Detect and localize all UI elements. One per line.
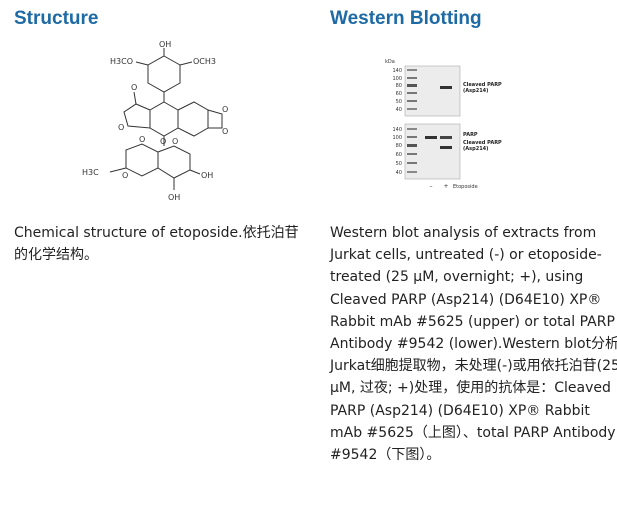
upper-ladder-band <box>407 84 417 87</box>
upper-ladder-tick: 100 <box>392 76 402 82</box>
western-heading: Western Blotting <box>330 8 482 29</box>
lower-cleaved-label: Cleaved PARP <box>463 140 502 146</box>
lower-ladder-tick: 140 <box>392 127 402 133</box>
upper-ladder-band <box>407 92 417 94</box>
upper-ladder-tick: 40 <box>396 107 402 113</box>
upper-ladder-band <box>407 69 417 71</box>
lower-ladder <box>407 128 417 173</box>
treatment-label: Etoposide <box>453 184 478 190</box>
structure-section: Structure <box>14 0 304 263</box>
upper-ladder-tick: 140 <box>392 68 402 74</box>
etoposide-structure-figure: OH H3CO OCH3 O O O O O O O O H3C OH OH <box>54 40 274 210</box>
lower-ladder-band <box>407 128 417 130</box>
lower-parp-band-minus <box>425 136 437 139</box>
lower-ladder-band <box>407 136 417 138</box>
dioxole-o1-label: O <box>222 105 228 114</box>
oh-top-label: OH <box>159 40 171 49</box>
lactone-o-label: O <box>118 123 124 132</box>
lower-parp-label: PARP <box>463 132 478 138</box>
upper-band-sub: (Asp214) <box>463 88 488 94</box>
upper-cleaved-band <box>440 86 452 89</box>
western-section: Western Blotting kDa 140 100 80 60 50 40 <box>330 0 617 463</box>
och3-label: OCH3 <box>193 57 216 66</box>
ring-o1-label: O <box>139 135 145 144</box>
oh-a-label: OH <box>201 171 213 180</box>
upper-ladder-tick: 80 <box>396 83 402 89</box>
oh-b-label: OH <box>168 193 180 202</box>
western-blot-drawing: kDa 140 100 80 60 50 40 Cleaved PARP <box>385 59 502 190</box>
lower-cleaved-sub: (Asp214) <box>463 146 488 152</box>
upper-ladder-band <box>407 108 417 110</box>
western-caption: Western blot analysis of extracts from J… <box>330 225 617 464</box>
carbonyl-o-label: O <box>131 83 137 92</box>
upper-band-label: Cleaved PARP <box>463 82 502 88</box>
lower-ladder-band <box>407 153 417 155</box>
lower-ladder-band <box>407 144 417 147</box>
lower-cleaved-band <box>440 146 452 149</box>
h3c-label: H3C <box>82 168 99 177</box>
etoposide-structure-drawing: OH H3CO OCH3 O O O O O O O O H3C OH OH <box>82 40 228 202</box>
h3co-label: H3CO <box>110 57 133 66</box>
lower-parp-band-plus <box>440 136 452 139</box>
kda-label: kDa <box>385 59 395 65</box>
lower-ladder-band <box>407 162 417 164</box>
lower-ladder-tick: 60 <box>396 152 402 158</box>
lower-ladder-tick: 40 <box>396 170 402 176</box>
link-o-label: O <box>160 137 166 146</box>
upper-ladder-tick: 60 <box>396 91 402 97</box>
lower-ladder-tick: 50 <box>396 161 402 167</box>
lane-plus-label: + <box>443 183 448 190</box>
structure-caption: Chemical structure of etoposide.依托泊苷的化学结… <box>14 225 299 264</box>
dioxole-o2-label: O <box>222 127 228 136</box>
upper-blot-panel <box>404 65 461 117</box>
upper-ladder-band <box>407 100 417 102</box>
lower-ladder-tick: 100 <box>392 135 402 141</box>
ring-o3-label: O <box>172 137 178 146</box>
lower-ladder-tick: 80 <box>396 143 402 149</box>
upper-ladder-band <box>407 77 417 79</box>
lane-minus-label: – <box>430 183 433 190</box>
upper-ladder <box>407 69 417 110</box>
lower-blot-panel <box>404 123 461 180</box>
ring-o2-label: O <box>122 171 128 180</box>
western-blot-figure: kDa 140 100 80 60 50 40 Cleaved PARP <box>385 58 545 198</box>
lower-ladder-band <box>407 171 417 173</box>
upper-ladder-tick: 50 <box>396 99 402 105</box>
structure-heading: Structure <box>14 8 99 29</box>
